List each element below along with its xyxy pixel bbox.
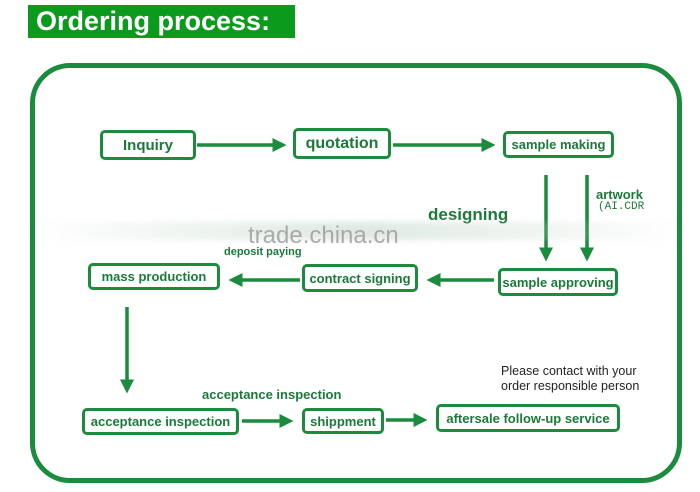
- contact-note: Please contact with your order responsib…: [501, 364, 639, 394]
- page-title: Ordering process:: [28, 5, 295, 38]
- step-sample-approving: sample approving: [498, 268, 618, 296]
- contact-note-line-2: order responsible person: [501, 379, 640, 393]
- watermark-band: [30, 222, 690, 240]
- step-inquiry: Inquiry: [100, 130, 196, 160]
- step-mass-production: mass production: [88, 263, 220, 290]
- watermark: trade.china.cn: [248, 222, 399, 249]
- step-acceptance-inspection: acceptance inspection: [82, 408, 239, 435]
- step-contract-signing: contract signing: [302, 264, 418, 292]
- step-aftersale: aftersale follow-up service: [436, 404, 620, 432]
- label-designing: designing: [428, 205, 509, 224]
- label-artwork-formats: (AI.CDR: [598, 201, 645, 213]
- step-shippment: shippment: [302, 408, 384, 434]
- label-deposit-paying: deposit paying: [224, 246, 302, 258]
- step-quotation: quotation: [293, 128, 391, 159]
- label-acceptance-inspection: acceptance inspection: [202, 387, 342, 402]
- step-sample-making: sample making: [503, 131, 614, 158]
- contact-note-line-1: Please contact with your: [501, 364, 637, 378]
- label-artwork: artwork: [596, 187, 643, 202]
- diagram-frame: [30, 63, 682, 483]
